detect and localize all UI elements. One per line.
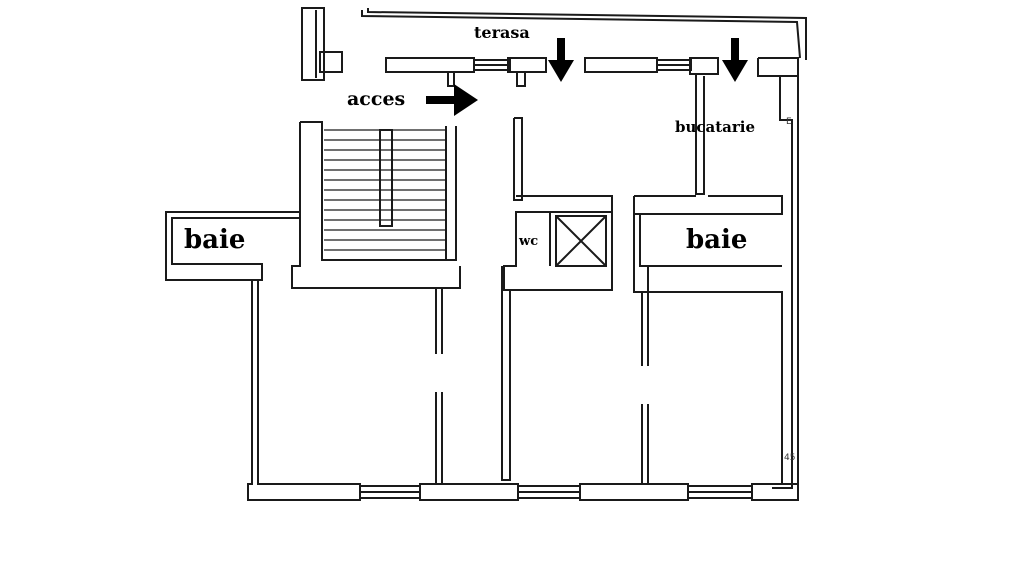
wc-label: wc	[519, 234, 539, 249]
arrow-acces	[426, 84, 478, 116]
chimney-cap	[319, 51, 343, 73]
bucatarie-label: bucatarie	[675, 118, 756, 136]
top-boundary-wall-inner	[367, 8, 807, 60]
stair-steps	[324, 129, 446, 251]
right-bath-wall	[639, 214, 782, 267]
corridor-wall-right-lower	[501, 266, 511, 481]
stair-well	[379, 129, 393, 227]
terrace-wall-left	[385, 57, 475, 73]
lift-shaft	[555, 215, 607, 267]
right-exterior-wall	[772, 76, 793, 489]
arrow-terasa-1	[548, 38, 574, 82]
column-top-right	[757, 57, 799, 77]
post	[516, 71, 526, 87]
terrace-wall-right	[584, 57, 658, 73]
baie-right-label: baie	[686, 225, 748, 255]
wall-bottom-3	[579, 483, 689, 501]
arrow-terasa-2	[722, 38, 748, 82]
kitchen-wall-left	[695, 74, 705, 195]
acces-label: acces	[347, 88, 406, 110]
terrace-wall-mid	[507, 57, 547, 73]
lift-cross-2	[555, 215, 607, 267]
top-boundary-wall	[361, 10, 801, 59]
left-bath-wall	[165, 211, 300, 281]
wall-bottom-4	[751, 483, 799, 501]
terrace-wall-end	[689, 57, 719, 75]
right-bath-wall-b	[633, 214, 783, 484]
left-room-wall	[247, 280, 361, 501]
wall-bottom-2	[419, 483, 519, 501]
terasa-label: terasa	[474, 23, 530, 42]
plan-mark-e: E	[786, 117, 792, 127]
plan-mark-45: 45	[784, 453, 796, 463]
corridor-wall-right	[513, 117, 523, 201]
kitchen-bottom-wall	[633, 195, 783, 215]
chimney	[301, 7, 325, 81]
stair-wall-left-outer	[291, 122, 461, 289]
post	[447, 71, 455, 87]
baie-left-label: baie	[184, 225, 246, 255]
stair-wall-left	[300, 121, 457, 261]
